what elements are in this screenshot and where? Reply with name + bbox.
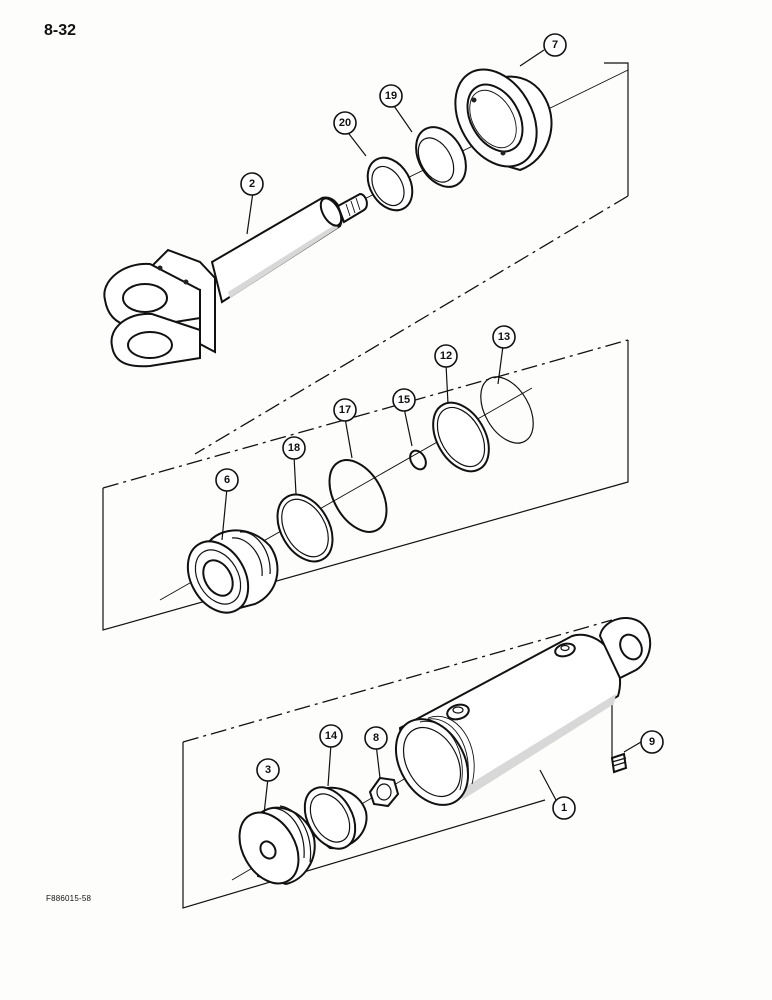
o-ring-15 — [409, 449, 427, 471]
piston — [186, 529, 279, 614]
svg-text:15: 15 — [398, 394, 410, 406]
grease-fitting — [610, 752, 628, 774]
cylinder-barrel — [394, 617, 652, 806]
page-number: 8-32 — [44, 22, 77, 39]
ring-19 — [415, 126, 467, 188]
callout-7: 7 — [543, 33, 567, 57]
svg-text:7: 7 — [552, 39, 558, 51]
clevis-grease-point — [157, 265, 163, 271]
frame-line-3b — [182, 742, 546, 909]
centerline — [194, 195, 629, 455]
svg-text:9: 9 — [649, 736, 655, 748]
svg-text:1: 1 — [561, 802, 567, 814]
svg-text:17: 17 — [339, 404, 351, 416]
thread-lines — [345, 197, 361, 217]
piston-seal-group — [102, 339, 629, 631]
rod-thread — [336, 192, 368, 224]
end-cap — [238, 805, 316, 886]
callout-2: 2 — [240, 172, 264, 196]
callout-1: 1 — [552, 796, 576, 820]
ring-20 — [366, 156, 414, 212]
svg-text:6: 6 — [224, 474, 230, 486]
svg-text:18: 18 — [288, 442, 300, 454]
rod-group — [103, 62, 629, 455]
svg-text:2: 2 — [249, 178, 255, 190]
figure-id: F886015-58 — [46, 894, 92, 903]
barrel-group — [182, 617, 652, 909]
callout-12: 12 — [434, 344, 458, 368]
callout-9: 9 — [640, 730, 664, 754]
clevis-hole-top — [122, 283, 168, 313]
frame-line — [604, 62, 629, 196]
piston-rod — [103, 192, 368, 368]
callout-13: 13 — [492, 325, 516, 349]
callout-14: 14 — [319, 724, 343, 748]
callout-8: 8 — [364, 726, 388, 750]
ring-12 — [432, 401, 490, 473]
callout-19: 19 — [379, 84, 403, 108]
gland-nut — [454, 68, 553, 172]
callout-18: 18 — [282, 436, 306, 460]
rod-shading — [228, 224, 338, 298]
callout-20: 20 — [333, 111, 357, 135]
ring-18 — [276, 493, 334, 563]
gland-nut-bore — [466, 83, 524, 153]
svg-text:19: 19 — [385, 90, 397, 102]
centerline-2 — [102, 339, 629, 489]
svg-text:13: 13 — [498, 331, 510, 343]
callout-17: 17 — [333, 398, 357, 422]
svg-text:3: 3 — [265, 764, 271, 776]
o-ring-17 — [328, 459, 388, 533]
clevis-bolt-point — [183, 279, 189, 285]
frame-line-2 — [102, 340, 629, 631]
clevis-hole-bottom — [127, 331, 173, 359]
wear-ring-14 — [303, 786, 368, 850]
centerline-3 — [182, 619, 613, 743]
ring-13 — [480, 376, 534, 444]
svg-text:14: 14 — [325, 730, 338, 742]
callout-15: 15 — [392, 388, 416, 412]
lock-nut — [368, 776, 400, 808]
svg-text:12: 12 — [440, 350, 452, 362]
svg-text:20: 20 — [339, 117, 351, 129]
callout-3: 3 — [256, 758, 280, 782]
callout-6: 6 — [215, 468, 239, 492]
leader-lines — [221, 49, 642, 815]
svg-text:8: 8 — [373, 732, 379, 744]
